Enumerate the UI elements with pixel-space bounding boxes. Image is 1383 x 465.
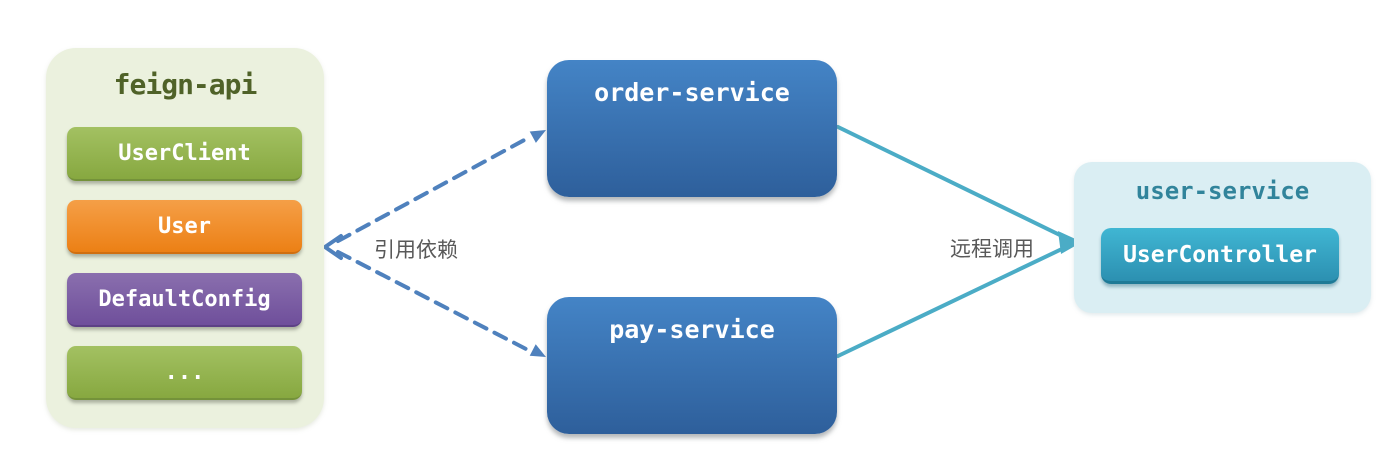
remote-call-edge-pay: [836, 245, 1068, 358]
feign-item-userclient-label: UserClient: [118, 140, 251, 166]
pay-service-label: pay-service: [609, 315, 775, 344]
feign-item-defaultconfig: DefaultConfig: [67, 273, 302, 327]
feign-item-defaultconfig-label: DefaultConfig: [98, 286, 271, 312]
feign-item-ellipsis-label: ...: [164, 359, 205, 385]
dependency-arrowhead-pay-icon: [529, 344, 546, 357]
remote-call-edge-order: [836, 125, 1068, 240]
remote-call-edge-label: 远程调用: [950, 237, 1034, 261]
feign-item-ellipsis: ...: [67, 346, 302, 400]
user-service-container: user-service UserController: [1074, 162, 1371, 313]
dependency-arrowhead-left-icon: [323, 234, 343, 260]
order-service-label: order-service: [594, 78, 790, 107]
dependency-edge-order: [336, 136, 530, 243]
user-controller-label: UserController: [1123, 241, 1317, 268]
dependency-edge-pay: [336, 250, 530, 352]
feign-item-user-label: User: [158, 213, 211, 239]
dependency-edge-label: 引用依赖: [374, 238, 458, 262]
order-service-box: order-service: [547, 60, 837, 197]
feign-api-container: feign-api UserClient User DefaultConfig …: [46, 48, 324, 428]
pay-service-box: pay-service: [547, 297, 837, 434]
feign-item-userclient: UserClient: [67, 127, 302, 181]
feign-item-user: User: [67, 200, 302, 254]
dependency-arrowhead-order-icon: [529, 130, 546, 143]
user-service-title: user-service: [1135, 177, 1310, 205]
feign-api-title: feign-api: [113, 68, 258, 101]
user-controller-box: UserController: [1101, 228, 1339, 284]
